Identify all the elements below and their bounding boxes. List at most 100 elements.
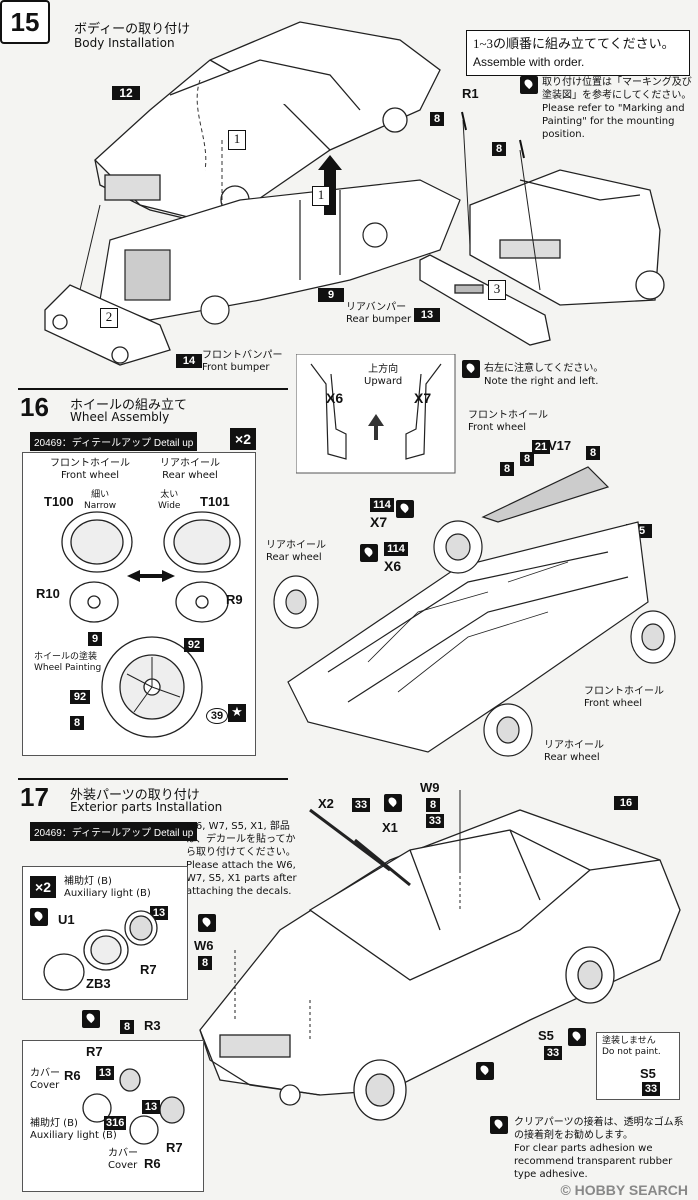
step-16-title-en: Wheel Assembly bbox=[70, 410, 170, 424]
front-bumper-label: フロントバンパー Front bumper bbox=[202, 350, 283, 373]
cover-label: カバー Cover bbox=[108, 1148, 138, 1171]
paint-icon bbox=[198, 914, 216, 932]
glue-icon bbox=[490, 1116, 508, 1134]
part-r10-label: R10 bbox=[36, 586, 60, 601]
rear-bumper-label: リアバンパー Rear bumper bbox=[346, 302, 412, 325]
order-note-en: Assemble with order. bbox=[473, 55, 585, 69]
part-r7-label: R7 bbox=[166, 1140, 183, 1155]
step-17-title-jp: 外装パーツの取り付け bbox=[70, 788, 200, 803]
order-1-marker: 1 bbox=[228, 130, 246, 150]
part-t101-label: T101 bbox=[200, 494, 230, 509]
part-r9-label: R9 bbox=[226, 592, 243, 607]
part-92-label: 92 bbox=[70, 690, 90, 704]
part-8-label: 8 bbox=[430, 112, 444, 126]
part-w9-label: W9 bbox=[420, 780, 440, 795]
part-v17-label: V17 bbox=[548, 438, 572, 453]
aux-light-drawing bbox=[43, 910, 158, 991]
rear-wheel-heading: リアホイール Rear wheel bbox=[160, 458, 220, 481]
part-92-label: 92 bbox=[184, 638, 204, 652]
part-8-label: 8 bbox=[198, 956, 212, 970]
part-x7-label: X7 bbox=[414, 390, 432, 406]
part-x6-label: X6 bbox=[326, 390, 344, 406]
narrow-label: 細い Narrow bbox=[84, 490, 117, 511]
paint-icon bbox=[384, 794, 402, 812]
paint-icon bbox=[462, 360, 480, 378]
part-x7-label: X7 bbox=[370, 514, 388, 530]
step-15-number: 15 bbox=[0, 0, 50, 44]
part-w6-label: W6 bbox=[194, 938, 214, 953]
glue-icon bbox=[30, 908, 48, 926]
part-r6-label: R6 bbox=[64, 1068, 81, 1083]
step-16-number: 16 bbox=[20, 392, 49, 422]
part-8-label: 8 bbox=[426, 798, 440, 812]
divider bbox=[18, 778, 288, 780]
order-3-marker: 3 bbox=[488, 280, 506, 300]
step-17-title-en: Exterior parts Installation bbox=[70, 800, 223, 814]
front-wheel-callout-right: フロントホイール Front wheel bbox=[584, 686, 664, 709]
cover-label: カバー Cover bbox=[30, 1068, 60, 1091]
times-two-badge: ×2 bbox=[230, 428, 256, 450]
aux-light-heading: 補助灯 (B) Auxiliary light (B) bbox=[64, 876, 151, 899]
part-16-label: 16 bbox=[614, 796, 638, 810]
order-note-jp: 1~3の順番に組み立ててください。 bbox=[473, 36, 675, 51]
front-wheel-callout-top: フロントホイール Front wheel bbox=[468, 410, 548, 433]
front-wheel-heading: フロントホイール Front wheel bbox=[50, 458, 130, 481]
part-8-label: 8 bbox=[492, 142, 506, 156]
part-12-label: 12 bbox=[112, 86, 140, 100]
paint-icon bbox=[360, 544, 378, 562]
part-13-label: 13 bbox=[150, 906, 168, 920]
wheel-painting-label: ホイールの塗装 Wheel Painting bbox=[34, 652, 102, 673]
part-33-label: 33 bbox=[352, 798, 370, 812]
part-13-label: 13 bbox=[414, 308, 440, 322]
aux-light-label: 補助灯 (B) Auxiliary light (B) bbox=[30, 1118, 117, 1141]
star-icon: ★ bbox=[228, 704, 246, 722]
no-paint-panel bbox=[596, 1032, 680, 1100]
part-r6-label: R6 bbox=[144, 1156, 161, 1171]
paint-icon bbox=[520, 76, 538, 94]
clear-parts-note: クリアパーツの接着は、透明なゴム系の接着剤をお勧めします。 For clear … bbox=[514, 1117, 684, 1180]
part-8-label: 8 bbox=[120, 1020, 134, 1034]
part-13-label: 13 bbox=[96, 1066, 114, 1080]
detail-up-badge: 20469：ディテールアップ Detail up bbox=[30, 432, 198, 451]
decal-note: W6, W7, S5, X1, 部品は、デカールを貼ってから取り付けてください。… bbox=[186, 821, 297, 897]
part-9-label: 9 bbox=[318, 288, 344, 302]
part-39-label: 39 bbox=[206, 708, 228, 724]
watermark: © HOBBY SEARCH bbox=[560, 1182, 688, 1198]
part-s5-label: S5 bbox=[538, 1028, 554, 1043]
wheel-panel-drawing bbox=[61, 511, 241, 738]
mount-note: 取り付け位置は「マーキング及び塗装図」を参考にしてください。 Please re… bbox=[542, 77, 692, 140]
part-x6-label: X6 bbox=[384, 558, 402, 574]
part-8-label: 8 bbox=[500, 462, 514, 476]
part-r3-label: R3 bbox=[144, 1018, 161, 1033]
order-2-marker: 2 bbox=[100, 308, 118, 328]
decal-position-panel bbox=[296, 354, 456, 474]
part-r7-label: R7 bbox=[140, 962, 157, 977]
glue-icon bbox=[476, 1062, 494, 1080]
part-33-label: 33 bbox=[426, 814, 444, 828]
part-8-label: 8 bbox=[520, 452, 534, 466]
part-x1-label: X1 bbox=[382, 820, 398, 835]
part-8-label: 8 bbox=[586, 446, 600, 460]
part-114-label: 114 bbox=[384, 542, 408, 556]
left-right-note: 右左に注意してください。 Note the right and left. bbox=[484, 363, 604, 387]
detail-up-badge: 20469：ディテールアップ Detail up bbox=[30, 822, 198, 841]
order-1-marker: 1 bbox=[312, 186, 330, 206]
part-21-label: 21 bbox=[532, 440, 550, 454]
assembly-order-note: 1~3の順番に組み立ててください。 Assemble with order. bbox=[466, 30, 690, 76]
part-33-label: 33 bbox=[642, 1082, 660, 1096]
step-17-number: 17 bbox=[20, 782, 49, 812]
no-paint-label: 塗装しません Do not paint. bbox=[602, 1036, 661, 1057]
part-14-label: 14 bbox=[176, 354, 202, 368]
rear-wheel-callout-bottom: リアホイール Rear wheel bbox=[544, 740, 604, 763]
part-s5-label: S5 bbox=[640, 1066, 656, 1081]
paint-icon bbox=[396, 500, 414, 518]
divider bbox=[18, 388, 288, 390]
times-two-badge: ×2 bbox=[30, 876, 56, 898]
rear-wheel-callout-left: リアホイール Rear wheel bbox=[266, 540, 326, 563]
arrows-icon bbox=[82, 1010, 100, 1028]
step-15-title-jp: ボディーの取り付け bbox=[74, 22, 191, 37]
part-r1-label: R1 bbox=[462, 86, 479, 101]
part-9-label: 9 bbox=[88, 632, 102, 646]
step-15-title-en: Body Installation bbox=[74, 36, 175, 50]
step-15-drawing bbox=[44, 21, 665, 366]
